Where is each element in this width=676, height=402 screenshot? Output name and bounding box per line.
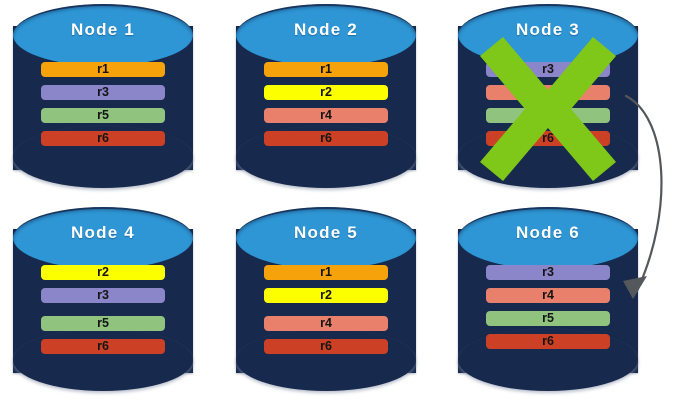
node-3-replica-row: r6	[486, 131, 610, 146]
node-1-replica-row: r5	[41, 108, 165, 123]
node-5-replica-row: r2	[264, 288, 388, 303]
node-2-cylinder-top	[236, 4, 416, 66]
node-3-replica-row: r3	[486, 62, 610, 77]
node-5-replica-row: r4	[264, 316, 388, 331]
node-3-title: Node 3	[516, 20, 580, 39]
node-1[interactable]: Node 1 r1 r3 r5 r6	[13, 4, 193, 192]
node-3-replica-list: r3 r4 r5 r6	[486, 62, 610, 146]
node-1-cylinder-top	[13, 4, 193, 66]
node-2-replica-row: r6	[264, 131, 388, 146]
node-6-cylinder-top	[458, 207, 638, 269]
node-4-replica-row: r2	[41, 265, 165, 280]
node-6-replica-row: r5	[486, 311, 610, 326]
node-5[interactable]: Node 5 r1 r2 r4 r6	[236, 207, 416, 395]
node-6[interactable]: Node 6 r3 r4 r5 r6	[458, 207, 638, 395]
node-6-replica-row: r6	[486, 334, 610, 349]
node-5-replica-row: r1	[264, 265, 388, 280]
node-2[interactable]: Node 2 r1 r2 r4 r6	[236, 4, 416, 192]
node-6-title: Node 6	[516, 223, 580, 242]
node-6-replica-row: r4	[486, 288, 610, 303]
node-5-replica-list: r1 r2 r4 r6	[264, 265, 388, 354]
node-6-replica-row: r3	[486, 265, 610, 280]
node-4-replica-row: r5	[41, 316, 165, 331]
node-4-replica-list: r2 r3 r5 r6	[41, 265, 165, 354]
node-5-cylinder-top	[236, 207, 416, 269]
node-2-replica-list: r1 r2 r4 r6	[264, 62, 388, 146]
node-4[interactable]: Node 4 r2 r3 r5 r6	[13, 207, 193, 395]
node-4-replica-row: r6	[41, 339, 165, 354]
node-1-replica-row: r1	[41, 62, 165, 77]
node-2-replica-row: r2	[264, 85, 388, 100]
node-4-cylinder-top	[13, 207, 193, 269]
node-3-replica-row: r5	[486, 108, 610, 123]
node-1-replica-row: r3	[41, 85, 165, 100]
node-4-title: Node 4	[71, 223, 135, 242]
node-3-replica-row: r4	[486, 85, 610, 100]
node-2-replica-row: r1	[264, 62, 388, 77]
node-4-replica-row: r3	[41, 288, 165, 303]
node-6-replica-list: r3 r4 r5 r6	[486, 265, 610, 349]
node-1-title: Node 1	[71, 20, 135, 39]
node-2-replica-row: r4	[264, 108, 388, 123]
node-5-replica-row: r6	[264, 339, 388, 354]
node-1-replica-row: r6	[41, 131, 165, 146]
node-3[interactable]: Node 3 r3 r4 r5 r6	[458, 4, 638, 192]
node-2-title: Node 2	[294, 20, 358, 39]
node-5-title: Node 5	[294, 223, 358, 242]
node-1-replica-list: r1 r3 r5 r6	[41, 62, 165, 146]
